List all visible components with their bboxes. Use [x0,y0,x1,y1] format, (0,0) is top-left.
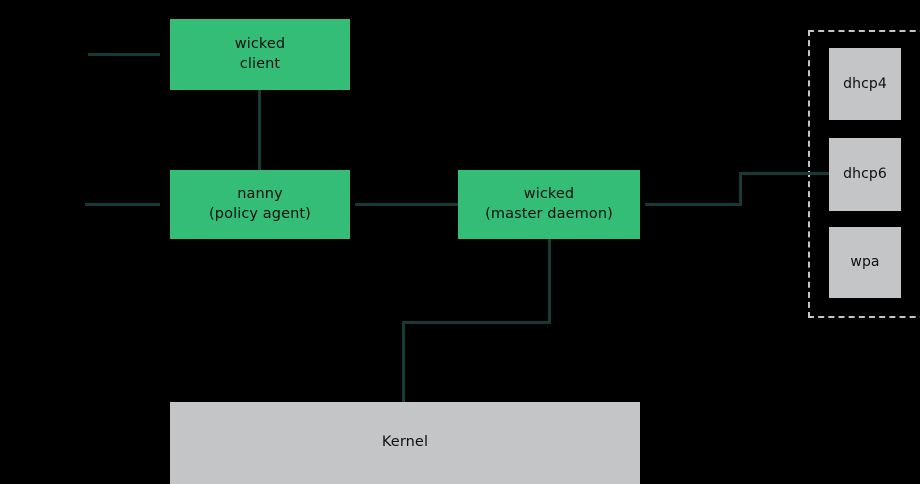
node-wpa[interactable]: wpa [829,227,901,298]
node-wicked-client[interactable]: wicked client [170,19,350,90]
edge-wicked-client-to-nanny [258,90,261,170]
node-dhcp6[interactable]: dhcp6 [829,138,901,211]
edge-wicked-master-to-dhcp6-segment-1 [645,203,742,206]
edge-wicked-master-to-kernel-segment-1 [548,239,551,323]
node-kernel-label: Kernel [381,434,429,451]
node-dhcp4-label: dhcp4 [843,75,887,92]
edge-nanny-to-wicked-master [355,203,458,206]
node-wicked-master-daemon[interactable]: wicked (master daemon) [458,170,640,239]
node-kernel[interactable]: Kernel [170,402,640,484]
edge-wicked-master-to-dhcp6-segment-2 [739,172,742,206]
node-wpa-label: wpa [850,254,880,271]
node-dhcp6-label: dhcp6 [843,166,887,183]
node-nanny[interactable]: nanny (policy agent) [170,170,350,239]
node-wicked-master-daemon-label: wicked (master daemon) [485,186,613,222]
node-wicked-client-label: wicked client [234,36,286,72]
node-dhcp4[interactable]: dhcp4 [829,48,901,120]
edge-wicked-master-to-dhcp6-segment-3 [739,172,831,175]
edge-wicked-master-to-kernel-segment-3 [402,321,405,403]
edge-external-to-wicked-client [88,53,160,56]
edge-external-to-nanny [85,203,160,206]
edge-wicked-master-to-kernel-segment-2 [402,321,551,324]
node-nanny-label: nanny (policy agent) [209,186,311,222]
